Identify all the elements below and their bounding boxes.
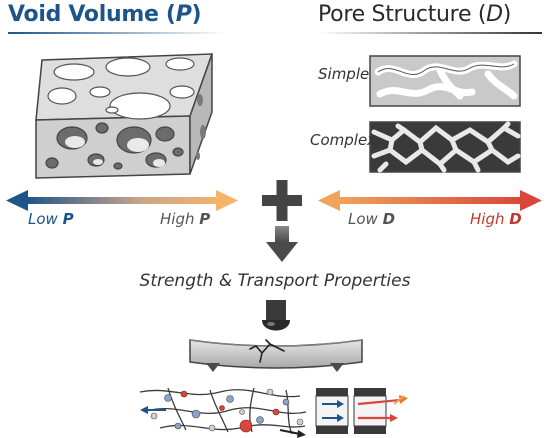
- simple-pore-panel: [369, 55, 521, 107]
- left-support: [206, 363, 220, 372]
- high-d-label: High D: [470, 210, 522, 228]
- simple-label: Simple: [318, 65, 370, 83]
- high-p-label: High P: [160, 210, 211, 228]
- plus-icon: [262, 180, 302, 221]
- loading-head: [262, 300, 290, 331]
- d-axis-arrow: [318, 190, 542, 211]
- p-arrow-right-head: [216, 190, 238, 211]
- void-volume-title: Void Volume (P): [8, 2, 202, 27]
- pore-structure-title: Pore Structure (D): [318, 2, 512, 27]
- porous-block: [35, 53, 214, 179]
- d-arrow-left-head: [318, 190, 340, 211]
- complex-label: Complex: [310, 131, 377, 149]
- p-arrow-left-head: [6, 190, 28, 211]
- header-right-underline: [318, 32, 542, 34]
- right-support: [330, 363, 344, 372]
- transport-network: [139, 387, 307, 438]
- block-side-face: [189, 53, 213, 175]
- flow-channels: [315, 388, 408, 434]
- low-d-label: Low D: [348, 210, 396, 228]
- d-arrow-right-head: [520, 190, 542, 211]
- complex-pore-panel: [369, 121, 521, 173]
- top-pores: [47, 57, 195, 120]
- side-pores: [196, 94, 206, 160]
- header-left-underline: [8, 32, 228, 34]
- block-front-face: [35, 115, 191, 179]
- low-p-label: Low P: [28, 210, 74, 228]
- down-arrow-icon: [266, 226, 298, 262]
- beam-crack: [249, 339, 285, 363]
- properties-label: Strength & Transport Properties: [139, 271, 411, 291]
- test-beam: [189, 339, 363, 372]
- front-pore-highlights: [65, 136, 165, 167]
- p-axis-arrow: [6, 190, 238, 211]
